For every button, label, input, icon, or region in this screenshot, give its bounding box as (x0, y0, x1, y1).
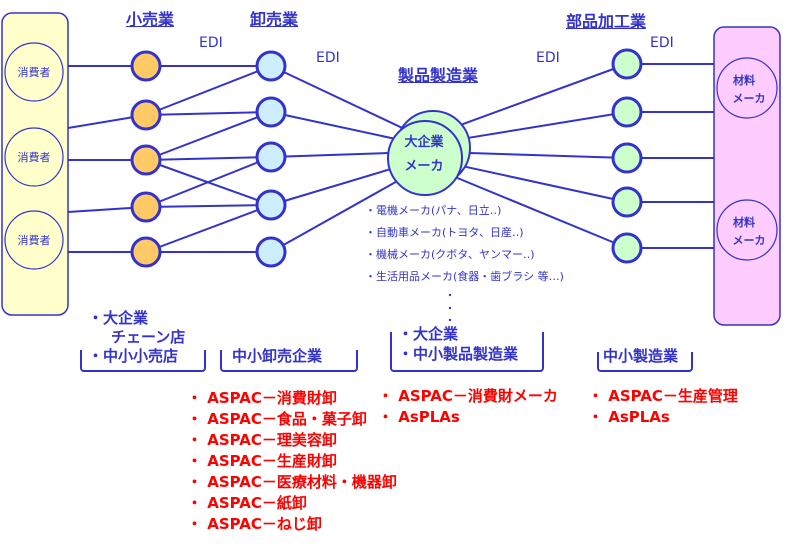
product-item: ・ ASPAC－理美容卸 (187, 431, 337, 449)
nodes (130, 48, 643, 268)
header-wholesale: 卸売業 (250, 10, 299, 29)
retail-node (130, 191, 162, 223)
parts-node (611, 96, 643, 128)
product-item: ・ ASPAC－ねじ卸 (187, 515, 322, 533)
edi-label: EDI (199, 35, 223, 51)
connection-line (145, 65, 272, 116)
retail-node (130, 236, 162, 268)
retail-group-bracket (80, 350, 206, 372)
wholesale-node (255, 141, 287, 173)
product-item: ・ ASPAC－医療材料・機器卸 (187, 473, 397, 491)
parts-group-bracket (597, 352, 693, 372)
connection-line (145, 156, 272, 208)
manufacturing-group-bracket (390, 332, 544, 372)
consumer-node (4, 210, 64, 270)
connection-line (145, 111, 272, 116)
wholesale-product-list: ・ ASPAC－消費財卸 ・ ASPAC－食品・菓子卸 ・ ASPAC－理美容卸… (187, 388, 397, 535)
product-item: ・ ASPAC－生産管理 (588, 387, 738, 405)
product-item: ・ ASPAC－食品・菓子卸 (187, 410, 367, 428)
consumer-node (4, 127, 64, 187)
consumer-label: 消費者 (18, 233, 51, 247)
retail-group-line: ・中小小売店 (88, 347, 179, 365)
wholesale-group-bracket (220, 350, 358, 372)
wholesale-node (255, 96, 287, 128)
consumer-label: 消費者 (18, 65, 51, 79)
manufacturing-product-list: ・ ASPAC－消費財メーカ ・ AsPLAs (378, 386, 558, 428)
maker-example: ・機械メーカ(クボタ、ヤンマー‥) (365, 248, 535, 261)
parts-product-list: ・ ASPAC－生産管理 ・ AsPLAs (588, 386, 738, 428)
edi-label: EDI (536, 50, 560, 66)
connection-line (145, 156, 272, 161)
parts-node (611, 48, 643, 80)
parts-group-line: 中小製造業 (603, 347, 679, 365)
manufacturer-node (387, 120, 463, 196)
retail-group-line: ・大企業 (88, 309, 149, 327)
edi-label: EDI (316, 50, 340, 66)
retail-group-line: チェーン店 (96, 328, 186, 346)
header-retail: 小売業 (126, 10, 175, 29)
product-item: ・ AsPLAs (378, 408, 460, 426)
consumer-node (4, 42, 64, 102)
ellipsis-dot (448, 306, 452, 310)
wholesale-group-line: 中小卸売企業 (232, 347, 323, 365)
header-product-manufacturing: 製品製造業 (398, 66, 479, 85)
maker-example: ・自動車メーカ(トヨタ、日産‥) (365, 226, 524, 239)
product-item: ・ AsPLAs (588, 408, 670, 426)
product-item: ・ ASPAC－消費財メーカ (378, 387, 558, 405)
maker-example: ・電機メーカ(パナ、日立‥) (365, 204, 502, 217)
connection-line (437, 63, 628, 135)
connection-line (437, 159, 628, 203)
material-maker-node (716, 199, 778, 261)
connection-line (145, 111, 272, 161)
wholesale-node (255, 236, 287, 268)
connection-line (437, 169, 628, 249)
material-maker-label-line1: 材料 (733, 73, 755, 87)
connection-line (270, 65, 425, 140)
material-maker-node (716, 57, 778, 119)
retail-node (130, 99, 162, 131)
material-maker-label-line1: 材料 (733, 215, 755, 229)
product-item: ・ ASPAC－紙卸 (187, 494, 307, 512)
header-parts-processing: 部品加工業 (566, 12, 647, 31)
material-maker-label-line2: メーカ (733, 234, 766, 247)
connection-line (145, 204, 272, 253)
manufacturer-label-line1: 大企業 (404, 134, 444, 150)
edi-label: EDI (650, 35, 674, 51)
ellipsis-dot (448, 318, 452, 322)
manufacturing-group-line: ・大企業 (398, 325, 459, 343)
parts-node (611, 142, 643, 174)
retail-node (130, 144, 162, 176)
wholesale-node (255, 189, 287, 221)
connection-line (145, 204, 272, 208)
parts-node (611, 186, 643, 218)
material-maker-label-line2: メーカ (733, 92, 766, 105)
consumer-label: 消費者 (18, 150, 51, 164)
product-item: ・ ASPAC－消費財卸 (187, 389, 337, 407)
wholesale-node (255, 50, 287, 82)
retail-node (130, 50, 162, 82)
parts-node (611, 232, 643, 264)
ellipsis-dot (448, 293, 452, 297)
manufacturer-label-line2: メーカ (404, 159, 443, 174)
maker-example: ・生活用品メーカ(食器・歯ブラシ 等…) (365, 270, 564, 283)
manufacturing-group-line: ・中小製品製造業 (398, 345, 519, 363)
product-item: ・ ASPAC－生産財卸 (187, 452, 337, 470)
